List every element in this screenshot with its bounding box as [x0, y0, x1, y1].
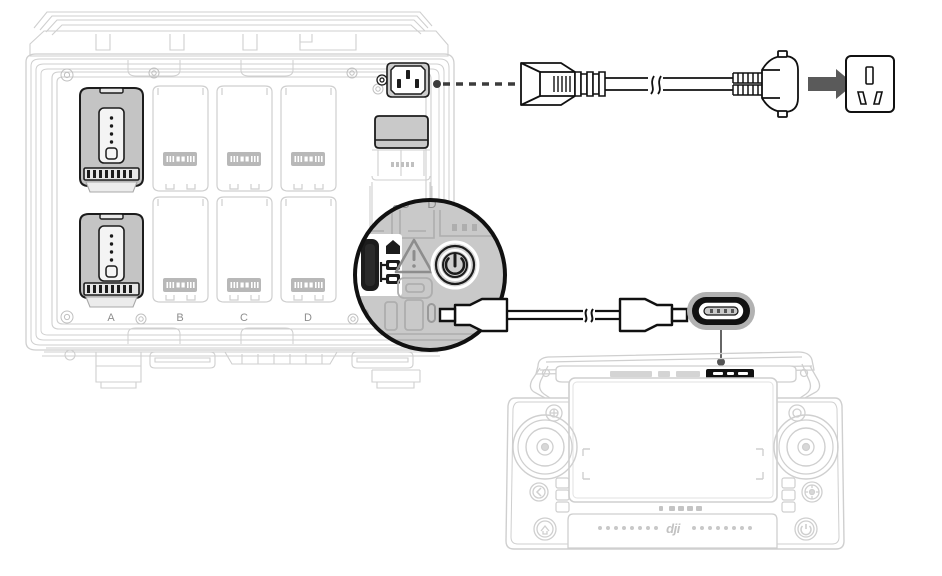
remote-controller: dji	[505, 351, 845, 550]
ac-inlet-socket[interactable]	[376, 62, 430, 98]
ac-inlet-pins	[397, 70, 419, 88]
slot-contact-glyph	[291, 278, 325, 292]
usb-c-cable	[438, 297, 689, 333]
five-d-button[interactable]	[801, 481, 823, 503]
remote-vent-dots-left	[598, 526, 658, 530]
battery-slot-c2[interactable]	[216, 196, 273, 303]
magnified-vent-dots	[452, 224, 477, 231]
left-top-button[interactable]	[545, 404, 563, 422]
magnified-label-d: D	[427, 196, 436, 211]
station-hinge-tabs	[127, 60, 294, 344]
battery-slot-d1[interactable]	[280, 85, 337, 192]
slot-contact-glyph	[163, 152, 197, 166]
battery-led-dots	[109, 116, 114, 144]
magnified-battery-outline	[397, 277, 433, 299]
return-to-home-button[interactable]	[533, 517, 557, 541]
power-cable-break-symbol	[648, 74, 664, 95]
outlet-earth-pin	[865, 66, 874, 85]
remote-lower-plate: dji	[567, 513, 778, 549]
outlet-live-pin	[856, 91, 868, 105]
wall-outlet[interactable]	[845, 55, 895, 113]
slot-label-c: C	[240, 312, 248, 324]
station-corner-screws	[60, 67, 384, 325]
iec-c13-connector[interactable]	[520, 62, 576, 106]
battery-led-dots	[109, 234, 114, 262]
station-base-edge	[42, 347, 440, 389]
charger-module	[369, 115, 433, 251]
battery-contact-strip	[83, 167, 140, 181]
cable-break-symbol	[583, 308, 595, 323]
usbc-port-label-plate	[357, 234, 402, 296]
right-top-button[interactable]	[788, 404, 806, 422]
screen-corner-marks	[582, 448, 764, 480]
slot-label-d: D	[304, 312, 312, 324]
remote-vent-dots-right	[692, 526, 752, 530]
remote-right-controls	[773, 404, 839, 541]
station-lid	[29, 11, 449, 57]
left-label-strip	[555, 477, 570, 513]
battery-slot-b2[interactable]	[152, 196, 209, 303]
warning-triangle-icon	[394, 238, 434, 274]
wall-plug[interactable]	[761, 50, 799, 118]
power-button[interactable]	[794, 517, 818, 541]
ac-power-cable	[520, 50, 799, 118]
charger-vent-dots	[391, 162, 414, 167]
slot-contact-glyph	[227, 278, 261, 292]
power-connection-leader	[433, 80, 519, 88]
usb-c-port-closeup	[687, 292, 755, 366]
usb-c-plug-left[interactable]	[438, 297, 509, 333]
insert-arrow	[808, 69, 854, 99]
left-control-stick[interactable]	[512, 414, 578, 480]
cable-strain-relief-right	[732, 72, 762, 96]
battery-slot-c1[interactable]	[216, 85, 273, 192]
battery-contact-strip	[83, 282, 140, 296]
slot-contact-glyph	[227, 152, 261, 166]
right-control-stick[interactable]	[773, 414, 839, 480]
battery-slot-group	[152, 85, 337, 303]
back-button[interactable]	[529, 482, 549, 502]
cable-strain-relief-left	[574, 71, 606, 97]
slot-label-b: B	[176, 312, 183, 324]
slot-label-row: A B C D	[107, 312, 312, 324]
lid-latch-slots	[95, 34, 357, 51]
right-label-strip	[781, 477, 796, 513]
battery-power-button[interactable]	[105, 265, 118, 278]
battery-installed-a1[interactable]	[79, 87, 144, 193]
battery-installed-a2[interactable]	[79, 213, 144, 308]
remote-screen[interactable]	[568, 377, 778, 503]
dji-logo: dji	[666, 521, 681, 536]
remote-left-controls	[512, 404, 578, 541]
battery-power-button[interactable]	[105, 147, 118, 160]
battery-slot-d2[interactable]	[280, 196, 337, 303]
usb-c-plug-right[interactable]	[618, 297, 689, 333]
slot-contact-glyph	[163, 278, 197, 292]
slot-label-a: A	[107, 312, 115, 324]
magnified-usbc-slot	[427, 303, 436, 323]
remote-status-leds	[659, 506, 702, 511]
battery-slot-b1[interactable]	[152, 85, 209, 192]
power-button-icon[interactable]	[430, 240, 480, 290]
outlet-neutral-pin	[872, 91, 884, 105]
slot-contact-glyph	[291, 152, 325, 166]
